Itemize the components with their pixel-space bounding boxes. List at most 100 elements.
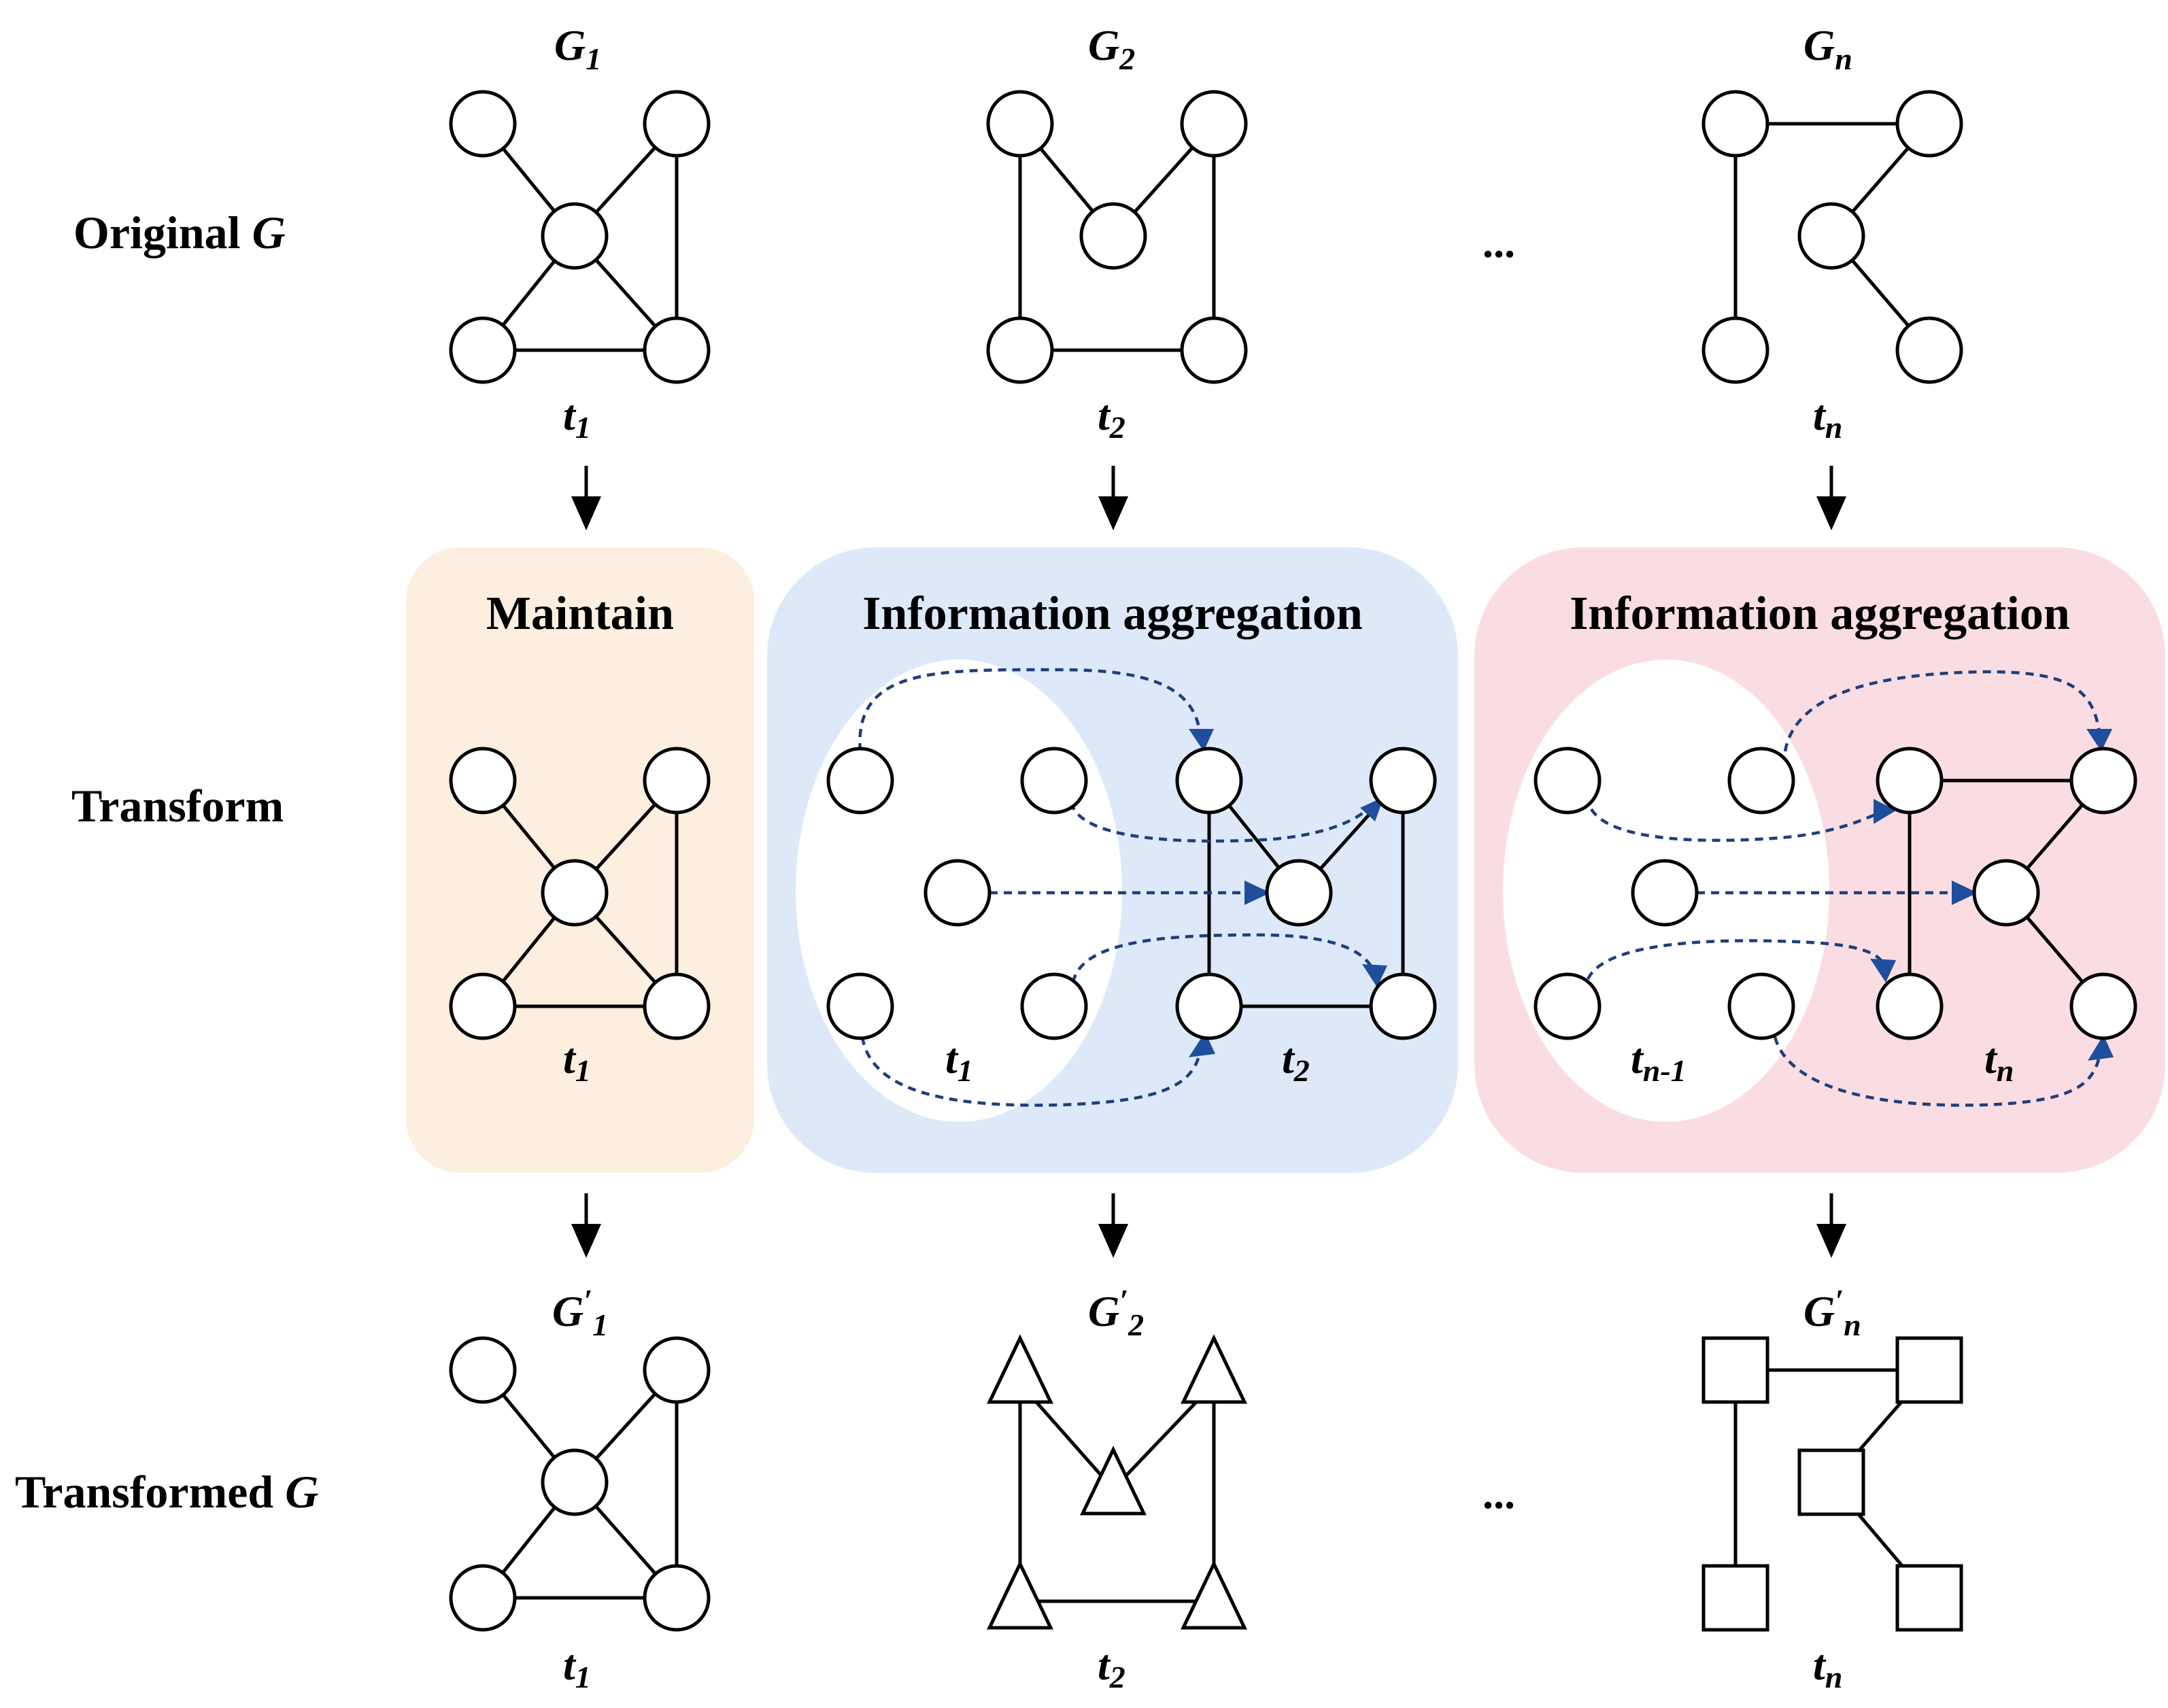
square-node	[1797, 1448, 1865, 1516]
node	[1020, 747, 1088, 815]
square-node	[1701, 1564, 1769, 1632]
node	[1876, 972, 1944, 1040]
transformed-graph-gn: G′n tn	[1701, 1283, 1963, 1694]
node	[643, 747, 711, 815]
node	[1079, 202, 1147, 270]
original-graph-g2: G2 t2	[986, 21, 1248, 445]
ellipsis-original: ...	[1483, 218, 1515, 267]
original-graph-gn: Gn tn	[1701, 21, 1963, 445]
time-label-t2-transformed: t2	[1098, 1641, 1125, 1694]
node	[1876, 747, 1944, 815]
square-node	[1895, 1336, 1963, 1404]
panel-aggregation-tn-title: Information aggregation	[1570, 587, 2070, 640]
node	[643, 90, 711, 158]
row-label-original: Original G	[73, 207, 286, 258]
panel-maintain: Maintain t1	[406, 547, 754, 1173]
down-arrow-head	[1098, 1224, 1128, 1258]
node	[1534, 972, 1602, 1040]
node	[449, 747, 517, 815]
node	[1175, 972, 1243, 1040]
node	[1727, 972, 1795, 1040]
node	[924, 859, 992, 927]
node	[1972, 859, 2040, 927]
graph-label-g1-prime: G′1	[552, 1283, 608, 1342]
panel-aggregation-t2-prev-time: t1	[945, 1034, 973, 1088]
node	[1369, 972, 1437, 1040]
node	[643, 972, 711, 1040]
triangle-node	[1181, 1560, 1247, 1630]
graph-label-g1: G1	[554, 21, 601, 76]
node	[1369, 747, 1437, 815]
node	[541, 202, 609, 270]
transformed-graph-g2: G′2 t2	[987, 1283, 1247, 1694]
node	[449, 1336, 517, 1404]
ellipsis-transformed: ...	[1483, 1469, 1515, 1518]
aggregation-flow-arrow	[860, 1036, 1202, 1107]
transformed-graph-g1: G′1 t1	[449, 1283, 711, 1694]
node	[1020, 972, 1088, 1040]
node	[826, 747, 894, 815]
panel-aggregation-t2-curr-time: t2	[1282, 1034, 1310, 1088]
node	[1727, 747, 1795, 815]
triangle-node	[987, 1560, 1053, 1630]
node	[1797, 202, 1865, 270]
down-arrow-head	[1816, 1224, 1846, 1258]
node	[643, 316, 711, 384]
time-label-tn: tn	[1813, 391, 1842, 445]
down-arrow-head	[1816, 496, 1846, 530]
square-node	[1895, 1564, 1963, 1632]
node	[1175, 747, 1243, 815]
triangle-node	[1181, 1334, 1247, 1404]
aggregation-flow-arrow	[1783, 670, 2102, 752]
aggregation-flow-arrow	[858, 668, 1202, 752]
node	[1701, 90, 1769, 158]
panel-aggregation-tn-curr-time: tn	[1984, 1034, 2014, 1088]
graph-label-gn: Gn	[1803, 21, 1852, 76]
node	[1180, 316, 1248, 384]
row-label-transform: Transform	[71, 780, 284, 832]
triangle-node	[987, 1334, 1053, 1404]
node	[2069, 747, 2137, 815]
node	[1631, 859, 1699, 927]
panel-aggregation-t2: Information aggregation t1 t2	[767, 547, 1458, 1173]
node	[449, 316, 517, 384]
panel-aggregation-tn: Information aggregation tn-1 tn	[1474, 547, 2165, 1173]
down-arrow-head	[571, 496, 601, 530]
node	[2069, 972, 2137, 1040]
panel-maintain-title: Maintain	[486, 587, 674, 640]
aggregation-flow-arrow	[1590, 808, 1881, 842]
node	[449, 1564, 517, 1632]
time-label-tn-transformed: tn	[1813, 1641, 1842, 1694]
triangle-node	[1080, 1446, 1147, 1516]
panel-aggregation-t2-title: Information aggregation	[862, 587, 1363, 640]
node	[1895, 90, 1963, 158]
node	[449, 90, 517, 158]
node	[541, 1448, 609, 1516]
time-label-t2: t2	[1098, 391, 1125, 445]
panel-maintain-time: t1	[563, 1034, 591, 1088]
panel-aggregation-tn-prev-time: tn-1	[1631, 1034, 1687, 1088]
node	[1180, 90, 1248, 158]
down-arrow-head	[1098, 496, 1128, 530]
original-graph-g1: G1 t1	[449, 21, 711, 445]
node	[541, 859, 609, 927]
node	[1534, 747, 1602, 815]
graph-label-g2: G2	[1088, 21, 1135, 76]
node	[1701, 316, 1769, 384]
time-label-t1-transformed: t1	[563, 1641, 591, 1694]
node	[826, 972, 894, 1040]
node	[1895, 316, 1963, 384]
node	[986, 316, 1054, 384]
node	[643, 1336, 711, 1404]
square-node	[1701, 1336, 1769, 1404]
time-label-t1: t1	[563, 391, 591, 445]
down-arrow-head	[571, 1224, 601, 1258]
aggregation-flow-arrow	[1586, 939, 1885, 980]
aggregation-flow-arrow	[1773, 1036, 2102, 1107]
row-label-transformed: Transformed G	[15, 1466, 318, 1518]
node	[986, 90, 1054, 158]
graph-label-gn-prime: G′n	[1803, 1283, 1861, 1342]
graph-label-g2-prime: G′2	[1088, 1283, 1144, 1342]
node	[449, 972, 517, 1040]
